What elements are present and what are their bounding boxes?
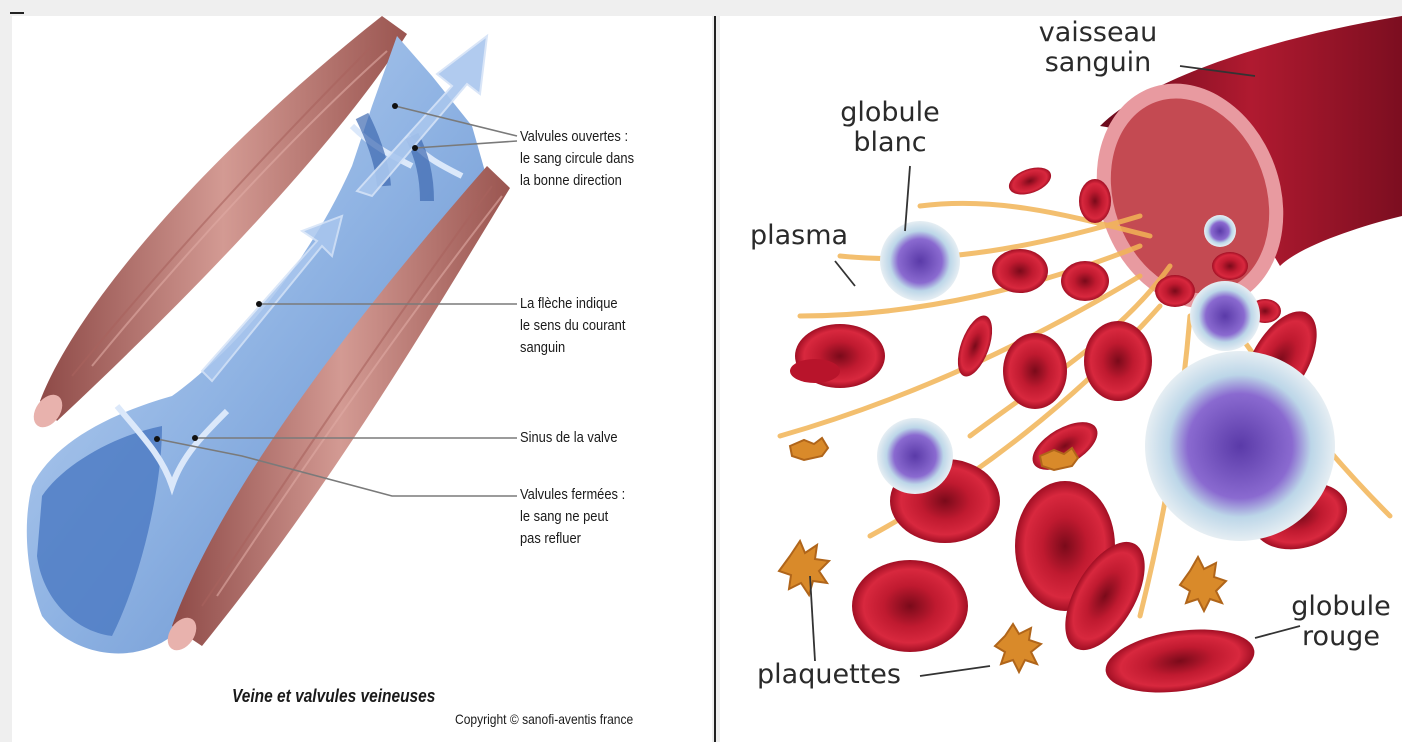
red-cell bbox=[790, 359, 840, 383]
label-plasma: plasma bbox=[734, 221, 864, 251]
label-white-cell: globule blanc bbox=[820, 98, 960, 158]
platelet bbox=[790, 438, 828, 460]
white-cell bbox=[877, 418, 953, 494]
figure-caption: Veine et valvules veineuses bbox=[232, 686, 435, 707]
platelet bbox=[1180, 557, 1226, 611]
red-cell bbox=[1102, 621, 1259, 701]
red-cell bbox=[1005, 162, 1055, 200]
blood-components-panel: vaisseau sanguin globule blanc plasma gl… bbox=[720, 16, 1402, 742]
white-cell bbox=[880, 221, 960, 301]
white-cell bbox=[1145, 351, 1335, 541]
label-valve-sinus: Sinus de la valve bbox=[520, 427, 618, 449]
red-cell bbox=[1084, 321, 1152, 401]
label-red-cell: globule rouge bbox=[1280, 592, 1402, 652]
white-cell bbox=[1190, 281, 1260, 351]
red-cell bbox=[1061, 261, 1109, 301]
panel-divider bbox=[714, 16, 716, 742]
label-blood-vessel: vaisseau sanguin bbox=[1018, 18, 1178, 78]
corner-dash bbox=[10, 12, 24, 14]
red-cell bbox=[1155, 275, 1195, 307]
red-cell bbox=[1212, 252, 1248, 280]
vein-valves-panel: Valvules ouvertes : le sang circule dans… bbox=[12, 16, 712, 742]
label-valves-closed: Valvules fermées : le sang ne peut pas r… bbox=[520, 484, 625, 550]
label-valves-open: Valvules ouvertes : le sang circule dans… bbox=[520, 126, 634, 192]
label-arrow-direction: La flèche indique le sens du courant san… bbox=[520, 293, 625, 359]
label-platelets: plaquettes bbox=[734, 660, 924, 690]
red-cell bbox=[1003, 333, 1067, 409]
copyright-notice: Copyright © sanofi-aventis france bbox=[455, 711, 633, 727]
red-cell bbox=[1079, 179, 1111, 223]
platelet bbox=[995, 624, 1041, 672]
white-cell bbox=[1204, 215, 1236, 247]
platelet bbox=[779, 541, 829, 595]
red-cell bbox=[992, 249, 1048, 293]
red-cell bbox=[852, 560, 968, 652]
vein-illustration bbox=[12, 16, 712, 742]
